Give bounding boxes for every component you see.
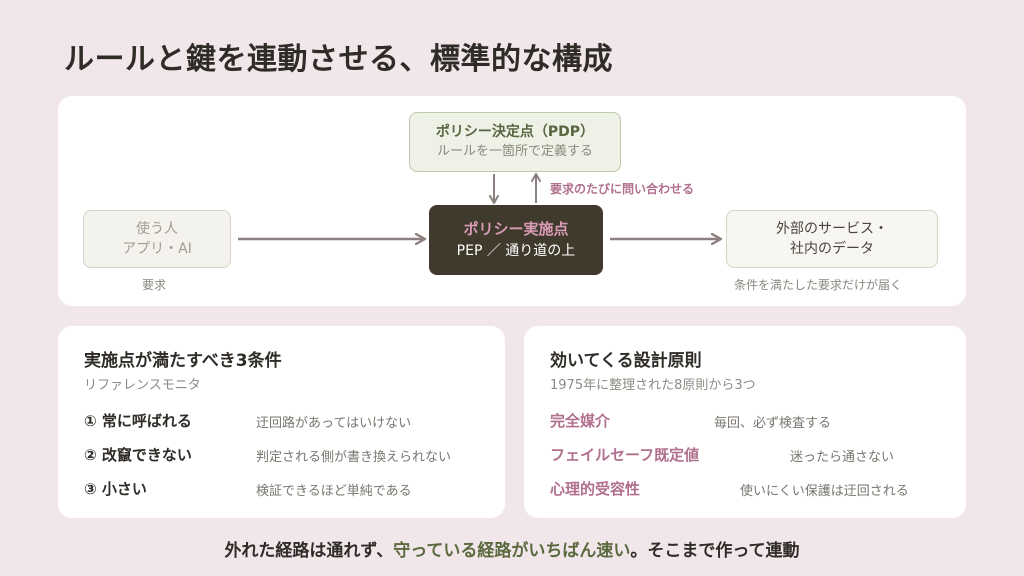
pdp-node: ポリシー決定点（PDP） ルールを一箇所で定義する [409,112,621,172]
principle-value: 使いにくい保護は迂回される [740,484,909,499]
principles-subtitle: 1975年に整理された8原則から3つ [550,378,756,393]
page-title: ルールと鍵を連動させる、標準的な構成 [64,42,613,77]
ask-label: 要求のたびに問い合わせる [550,182,695,196]
condition-row: ② 改竄できない 判定される側が書き換えられない [84,444,484,468]
ext-node-line1: 外部のサービス・ [776,221,888,237]
principles-title: 効いてくる設計原則 [550,351,702,371]
principle-value: 迷ったら通さない [790,450,895,465]
principle-key: 完全媒介 [550,412,611,430]
condition-key: ① 常に呼ばれる [84,412,192,430]
ext-node-line2: 社内のデータ [790,241,874,257]
pdp-title: ポリシー決定点（PDP） [435,124,595,140]
principles-panel: 効いてくる設計原則 1975年に整理された8原則から3つ 完全媒介 毎回、必ず検… [524,326,966,518]
conditions-panel: 実施点が満たすべき3条件 リファレンスモニタ ① 常に呼ばれる 迂回路があっては… [58,326,505,518]
footer-part1: 外れた経路は通れず、 [224,541,394,561]
condition-row: ③ 小さい 検証できるほど単純である [84,478,484,502]
principle-row: 完全媒介 毎回、必ず検査する [550,410,950,434]
principle-row: フェイルセーフ既定値 迷ったら通さない [550,444,950,468]
external-node: 外部のサービス・ 社内のデータ [726,210,938,268]
principle-value: 毎回、必ず検査する [714,416,832,431]
user-node-line2: アプリ・AI [122,241,192,257]
pdp-subtitle: ルールを一箇所で定義する [436,144,593,159]
user-node: 使う人 アプリ・AI [83,210,231,268]
user-node-line1: 使う人 [136,221,178,237]
footer-message: 外れた経路は通れず、守っている経路がいちばん速い。そこまで作って連動 [0,536,1024,561]
architecture-diagram: 使う人 アプリ・AI 要求 ポリシー決定点（PDP） ルールを一箇所で定義する … [58,96,966,306]
condition-row: ① 常に呼ばれる 迂回路があってはいけない [84,410,484,434]
external-caption: 条件を満たした要求だけが届く [734,278,903,292]
principle-row: 心理的受容性 使いにくい保護は迂回される [550,478,950,502]
footer-highlight: 守っている経路がいちばん速い [393,541,631,561]
pep-subtitle: PEP ／ 通り道の上 [456,243,576,259]
user-caption: 要求 [142,278,167,292]
conditions-subtitle: リファレンスモニタ [84,378,201,393]
conditions-title: 実施点が満たすべき3条件 [84,351,282,371]
condition-value: 判定される側が書き換えられない [256,450,452,465]
principle-key: フェイルセーフ既定値 [550,446,700,464]
principle-key: 心理的受容性 [550,480,641,498]
pep-title: ポリシー実施点 [463,220,569,238]
condition-key: ② 改竄できない [84,446,192,464]
condition-value: 迂回路があってはいけない [256,416,412,431]
condition-key: ③ 小さい [84,480,147,498]
footer-part2: 。そこまで作って連動 [630,541,800,561]
condition-value: 検証できるほど単純である [256,484,412,499]
diagram-arrows [238,173,966,306]
pep-node: ポリシー実施点 PEP ／ 通り道の上 [429,205,603,275]
